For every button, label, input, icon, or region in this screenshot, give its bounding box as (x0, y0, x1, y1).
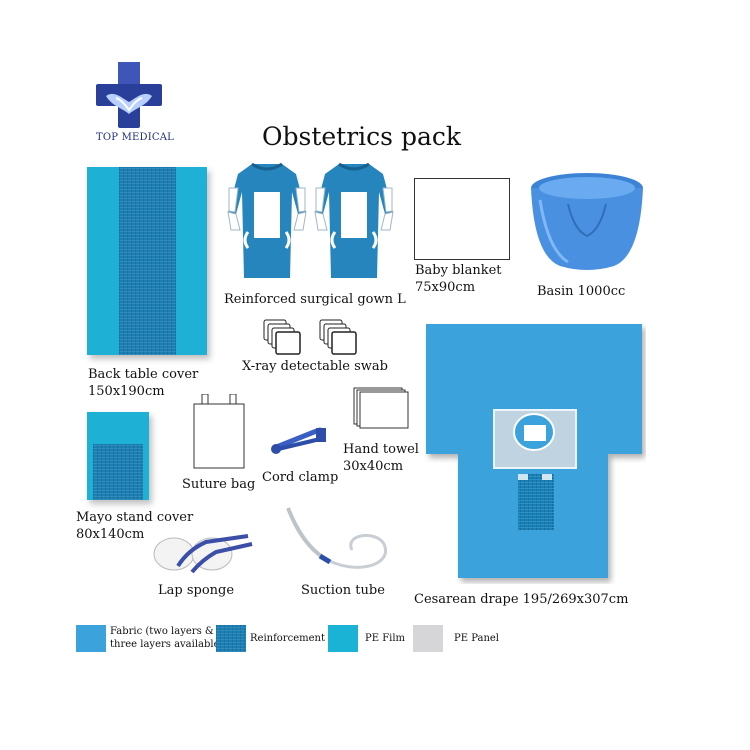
hand-towel-label: Hand towel (343, 442, 419, 457)
lap-sponge-image (152, 530, 258, 582)
cesarean-drape-image (424, 322, 646, 584)
basin-label: Basin 1000cc (537, 284, 626, 299)
legend-label-fabric: Fabric (two layers & three layers availa… (110, 626, 224, 650)
reinforcement-panel (93, 444, 143, 500)
brand-name: TOP MEDICAL (96, 132, 174, 143)
back-table-cover-label: Back table cover (88, 367, 199, 382)
lap-sponge-label: Lap sponge (158, 583, 235, 598)
suture-bag-image (192, 393, 246, 470)
mayo-stand-cover-label: Mayo stand cover (76, 510, 194, 525)
suction-tube-label: Suction tube (301, 583, 385, 598)
medical-cross-icon (96, 62, 162, 128)
basin-image (528, 170, 646, 276)
legend-swatch-reinforcement (216, 625, 246, 652)
cord-clamp-label: Cord clamp (262, 470, 339, 485)
back-table-cover-image (87, 167, 207, 355)
mayo-stand-cover-image (87, 412, 149, 500)
hand-towel-size: 30x40cm (343, 459, 404, 474)
legend-label-pe-film: PE Film (365, 633, 406, 644)
legend-swatch-fabric (76, 625, 106, 652)
reinforcement-panel (119, 167, 176, 355)
back-table-cover-size: 150x190cm (88, 384, 165, 399)
mayo-stand-cover-size: 80x140cm (76, 527, 145, 542)
swab-image (262, 318, 310, 358)
cord-clamp-image (270, 424, 330, 454)
swab-image (318, 318, 366, 358)
baby-blanket-size: 75x90cm (415, 280, 476, 295)
legend-label-reinforcement: Reinforcement (250, 633, 325, 644)
suture-bag-label: Suture bag (182, 477, 256, 492)
brand-logo (96, 62, 162, 128)
cesarean-drape-label: Cesarean drape 195/269x307cm (414, 592, 629, 607)
legend-swatch-pe-film (328, 625, 358, 652)
surgical-gown-label: Reinforced surgical gown L (224, 292, 406, 307)
hand-towel-image (352, 386, 410, 430)
surgical-gown-image (313, 160, 395, 282)
suction-tube-image (284, 504, 392, 582)
surgical-gown-image (226, 160, 308, 282)
swab-label: X-ray detectable swab (242, 359, 388, 374)
legend-swatch-pe-panel (413, 625, 443, 652)
baby-blanket-label: Baby blanket (415, 263, 502, 278)
baby-blanket-image (414, 178, 510, 260)
legend-label-pe-panel: PE Panel (454, 633, 500, 644)
page-title: Obstetrics pack (262, 122, 461, 151)
